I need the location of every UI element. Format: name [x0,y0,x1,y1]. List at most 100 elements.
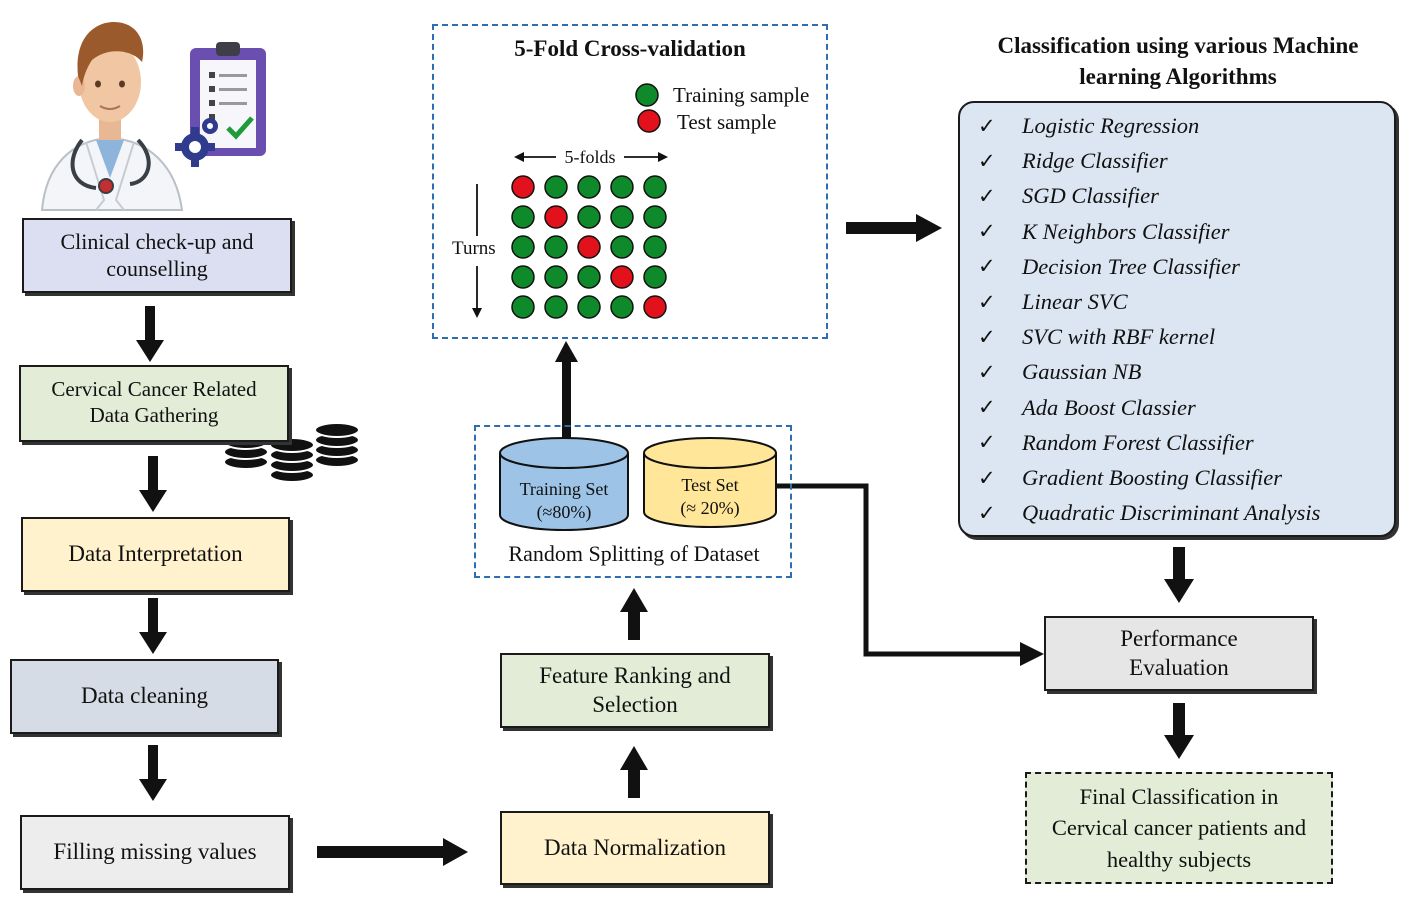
data-interpretation-label: Data Interpretation [68,541,243,567]
data-interpretation-box: Data Interpretation [21,517,290,592]
folds-label: 5-folds [556,147,624,168]
checkmark-icon: ✓ [978,289,996,314]
checkmark-icon: ✓ [978,254,996,279]
data-cleaning-label: Data cleaning [80,683,209,709]
algorithm-item: ✓ Decision Tree Classifier [978,250,1240,284]
algorithm-label: Random Forest Classifier [1022,429,1254,455]
algorithm-item: ✓Logistic Regression [978,109,1199,143]
checkmark-icon: ✓ [978,395,996,420]
checkmark-icon: ✓ [978,465,996,490]
training-sample-dot [643,235,667,259]
doctor-icon [40,22,184,211]
random-split-frame [474,425,792,578]
checkmark-icon: ✓ [978,148,996,173]
arrow-cv-to-classification [846,214,942,242]
algorithm-item: ✓ Ridge Classifier [978,144,1168,178]
arrow-clinical-to-gathering [136,306,164,362]
data-normalization-box: Data Normalization [500,811,770,885]
data-cleaning-box: Data cleaning [10,659,279,734]
training-sample-dot [544,295,568,319]
data-gathering-label: Cervical Cancer Related Data Gathering [51,377,257,427]
test-set-cylinder [643,437,777,528]
algorithm-label: Quadratic Discriminant Analysis [1022,500,1321,526]
algorithm-label: Linear SVC [1022,289,1128,314]
algorithm-item: ✓ Quadratic Discriminant Analysis [978,496,1320,530]
algorithm-label: Decision Tree Classifier [1022,253,1240,279]
legend-test-dot [637,109,661,133]
algorithm-item: ✓ Linear SVC [978,285,1128,319]
test-sample-dot [610,265,634,289]
test-sample-dot [511,175,535,199]
cross-validation-title: 5-Fold Cross-validation [514,36,746,61]
training-sample-dot [610,235,634,259]
gear-icon [175,118,218,167]
training-sample-dot [544,175,568,199]
clinical-checkup-box: Clinical check-up and counselling [22,218,292,293]
algorithm-item: ✓Gaussian NB [978,355,1141,389]
algorithm-label: Ridge Classifier [1022,148,1168,174]
filling-missing-label: Filling missing values [53,839,257,865]
training-set-cylinder [499,437,629,531]
test-set-title: Test Set [681,475,739,495]
arrow-cleaning-to-filling [139,745,167,801]
arrow-performance-to-final [1164,703,1194,759]
algorithm-item: ✓Gradient Boosting Classifier [978,461,1282,495]
test-sample-dot [577,235,601,259]
training-sample-dot [511,235,535,259]
checkmark-icon: ✓ [978,113,996,138]
arrow-training-to-cv [555,341,578,455]
arrow-algos-to-performance [1164,547,1194,603]
legend-training-label: Training sample [673,83,810,107]
checkmark-icon: ✓ [978,500,996,525]
algorithm-list-panel: ✓Logistic Regression✓Ridge Classifier✓SG… [958,101,1396,537]
classification-title: Classification using various Machine lea… [962,30,1394,92]
checkmark-icon: ✓ [978,219,996,244]
test-set-label: Test Set (≈ 20%) [644,474,776,519]
feature-ranking-label: Feature Ranking and Selection [539,663,731,717]
training-sample-dot [544,235,568,259]
turns-label: Turns [452,238,496,259]
final-classification-box: Final Classification in Cervical cancer … [1025,772,1333,884]
checkmark-icon: ✓ [978,324,996,349]
test-sample-dot [643,295,667,319]
arrow-test-to-performance [776,483,1044,666]
arrow-filling-to-normalization [317,838,468,866]
filling-missing-box: Filling missing values [20,815,290,890]
checkmark-icon: ✓ [978,183,996,208]
algorithm-item: ✓ K Neighbors Classifier [978,215,1230,249]
training-sample-dot [577,205,601,229]
clinical-checkup-label: Clinical check-up and counselling [60,228,254,281]
training-sample-dot [610,175,634,199]
arrow-normalization-to-feature [620,746,648,798]
test-set-share: (≈ 20%) [680,497,740,518]
legend-test-label: Test sample [677,110,777,134]
test-sample-dot [544,205,568,229]
arrow-interpretation-to-cleaning [139,598,167,654]
arrow-gathering-to-interpretation [139,456,167,512]
random-split-caption: Random Splitting of Dataset [508,541,760,566]
algorithm-label: K Neighbors Classifier [1022,218,1230,244]
algorithm-item: ✓ SGD Classifier [978,179,1159,213]
training-sample-dot [577,295,601,319]
algorithm-item: ✓Random Forest Classifier [978,426,1254,460]
training-sample-dot [610,295,634,319]
training-sample-dot [643,265,667,289]
training-sample-dot [643,205,667,229]
turns-arrow [472,184,482,318]
training-set-label: Training Set (≈80%) [500,478,628,523]
algorithm-label: SVC with RBF kernel [1022,324,1216,350]
algorithm-item: ✓ SVC with RBF kernel [978,320,1215,354]
training-sample-dot [511,205,535,229]
fold-grid [511,175,667,319]
algorithm-label: SGD Classifier [1022,183,1159,209]
training-sample-dot [544,265,568,289]
classification-title-line1: Classification using various Machine [997,33,1359,58]
training-sample-dot [577,265,601,289]
training-sample-dot [643,175,667,199]
data-normalization-label: Data Normalization [543,834,726,860]
algorithm-label: Gaussian NB [1022,359,1142,385]
training-sample-dot [511,295,535,319]
training-set-share: (≈80%) [536,501,592,522]
data-gathering-box: Cervical Cancer Related Data Gathering [19,365,289,442]
